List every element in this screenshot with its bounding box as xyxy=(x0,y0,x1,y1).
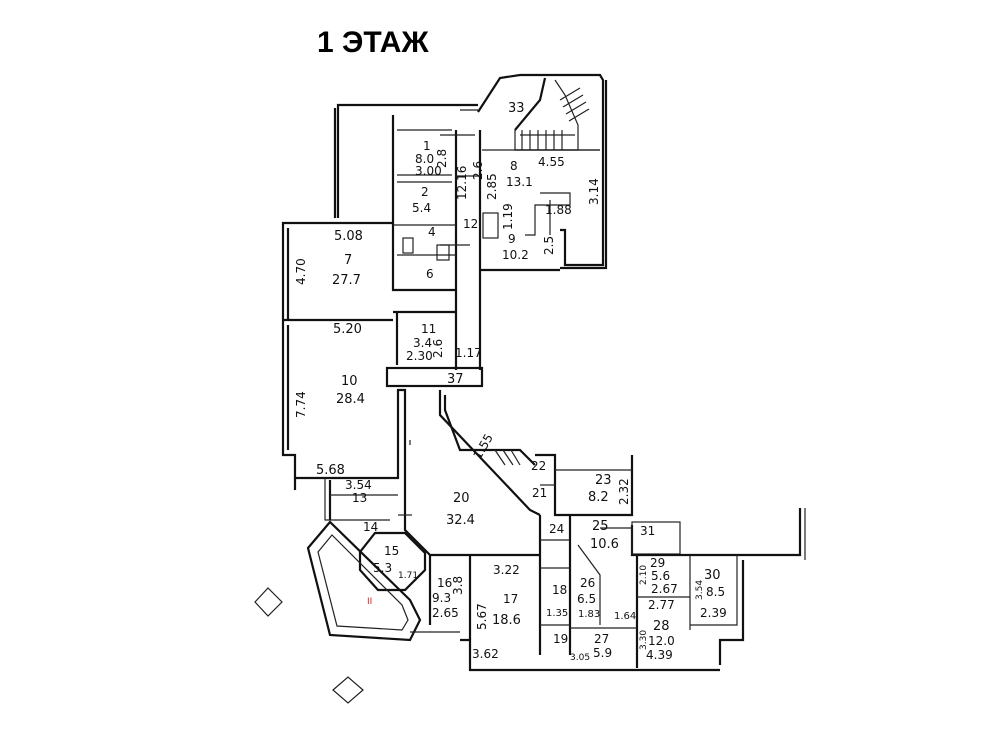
room-30-width: 2.39 xyxy=(700,606,727,620)
room-11-area: 3.4 xyxy=(413,336,432,350)
room-28-height: 3.30 xyxy=(639,630,649,650)
room-20-area: 32.4 xyxy=(446,513,475,528)
room-16-area: 9.3 xyxy=(432,591,451,605)
room-7-number: 7 xyxy=(344,253,352,268)
room-8-width: 4.55 xyxy=(538,155,565,169)
room-17-bottom: 3.62 xyxy=(472,647,499,661)
room-26-dim: 1.83 xyxy=(578,609,600,620)
room-26-number: 26 xyxy=(580,576,595,590)
room-9-door: 1.19 xyxy=(501,203,515,230)
room-8-side: 3.14 xyxy=(587,178,601,205)
room-24-number: 24 xyxy=(549,522,564,536)
floor-title: 1 ЭТАЖ xyxy=(317,26,429,59)
room-8-height: 2.85 xyxy=(485,173,499,200)
room-9-number: 9 xyxy=(508,232,516,246)
room-23-height: 2.32 xyxy=(617,478,631,505)
staircase-lower xyxy=(494,449,521,466)
room-27-area: 5.9 xyxy=(593,646,612,660)
room-26-area: 6.5 xyxy=(577,592,596,606)
bay-mark: II xyxy=(367,597,372,607)
room-1-number: 1 xyxy=(423,139,431,153)
room-14-number: 14 xyxy=(363,520,378,534)
room-8-area: 13.1 xyxy=(506,175,533,189)
room-27-number: 27 xyxy=(594,632,609,646)
dim-164: 1.64 xyxy=(614,611,636,622)
room-30-area: 8.5 xyxy=(706,585,725,599)
room-29-height: 2.10 xyxy=(639,565,649,585)
room-4-number: 4 xyxy=(428,225,436,239)
room-10-width: 5.20 xyxy=(333,322,362,337)
room-15-dim: 1.71 xyxy=(398,571,418,581)
room-2-number: 2 xyxy=(421,185,429,199)
room-18-dim: 1.35 xyxy=(546,608,568,619)
room-16-width: 2.65 xyxy=(432,606,459,620)
room-9-area: 10.2 xyxy=(502,248,529,262)
room-28-number: 28 xyxy=(653,619,670,634)
room-25-area: 10.6 xyxy=(590,537,619,552)
room-11-number: 11 xyxy=(421,322,436,336)
room-37-number: 37 xyxy=(447,372,464,387)
room-29-area: 5.6 xyxy=(651,569,670,583)
room-18-number: 18 xyxy=(552,583,567,597)
room-23-number: 23 xyxy=(595,473,612,488)
room-10-area: 28.4 xyxy=(336,392,365,407)
room-30-height: 3.54 xyxy=(695,580,705,600)
room-9-height: 2.5 xyxy=(542,236,556,255)
room-29-number: 29 xyxy=(650,556,665,570)
room-20-number: 20 xyxy=(453,491,470,506)
room-7-height: 4.70 xyxy=(294,258,308,285)
room-28-width: 2.77 xyxy=(648,598,675,612)
room-1-area: 8.0 xyxy=(415,152,434,166)
room-19-number: 19 xyxy=(553,632,568,646)
room-15-number: 15 xyxy=(384,544,399,558)
room-17-width: 3.22 xyxy=(493,563,520,577)
room-2-area: 5.4 xyxy=(412,201,431,215)
room-1-height: 2.8 xyxy=(435,149,449,168)
room-33-number: 33 xyxy=(508,101,525,116)
corridor-width: 2.6 xyxy=(471,161,485,180)
room-labels: 33 1 8.0 3.00 2.8 12.16 2.6 8 13.1 4.55 … xyxy=(294,101,727,663)
room-17-area: 18.6 xyxy=(492,613,521,628)
room-29-width: 2.67 xyxy=(651,582,678,596)
room-31-number: 31 xyxy=(640,524,655,538)
stair-width: 1.55 xyxy=(470,431,495,461)
room-11-door: 1.17 xyxy=(455,346,482,360)
room-15-area: 5.3 xyxy=(373,561,392,575)
room-28-area: 12.0 xyxy=(648,634,675,648)
room-27-dim: 3.05 xyxy=(570,653,590,663)
room-10-number: 10 xyxy=(341,374,358,389)
room-13-number: 13 xyxy=(352,491,367,505)
room-16-number: 16 xyxy=(437,576,452,590)
room-12-number: 12 xyxy=(463,217,478,231)
room-25-number: 25 xyxy=(592,519,609,534)
corridor-length: 12.16 xyxy=(455,166,469,200)
room-10-bottom: 5.68 xyxy=(316,463,345,478)
room-23-area: 8.2 xyxy=(588,490,609,505)
room-9-dim: 1.88 xyxy=(545,203,572,217)
room-17-height: 5.67 xyxy=(475,603,489,630)
room-7-area: 27.7 xyxy=(332,273,361,288)
room-17-number: 17 xyxy=(503,592,518,606)
room-1-width: 3.00 xyxy=(415,164,442,178)
room-6-number: 6 xyxy=(426,267,434,281)
room-21-number: 21 xyxy=(532,486,547,500)
room-13-width: 3.54 xyxy=(345,478,372,492)
room-22-number: 22 xyxy=(531,459,546,473)
room-30-number: 30 xyxy=(704,568,721,583)
staircase xyxy=(521,87,590,150)
room-28-dim: 4.39 xyxy=(646,648,673,662)
room-11-height: 2.6 xyxy=(431,339,445,358)
walls xyxy=(254,73,806,704)
room-8-number: 8 xyxy=(510,159,518,173)
room-11-width: 2.30 xyxy=(406,349,433,363)
room-10-height: 7.74 xyxy=(294,391,308,418)
room-7-width: 5.08 xyxy=(334,229,363,244)
room-16-height: 3.8 xyxy=(451,576,465,595)
